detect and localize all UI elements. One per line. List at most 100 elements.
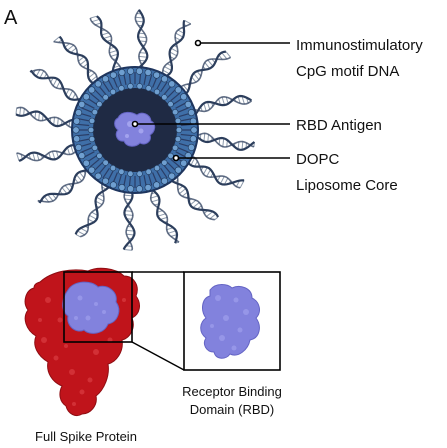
dna-backbone — [79, 182, 105, 238]
lipid-tail — [107, 78, 114, 90]
dna-strand — [16, 144, 77, 162]
surface-texture — [219, 335, 225, 341]
dna-backbone — [122, 191, 136, 250]
cpg-leader-dot — [194, 39, 202, 47]
lipid-head — [168, 172, 176, 180]
dna-base-pair — [207, 134, 209, 143]
lipid-head — [153, 88, 161, 95]
surface-texture — [94, 302, 98, 306]
dna-base-pair — [19, 107, 22, 116]
lipid-head — [118, 69, 126, 77]
lipid-head — [94, 172, 102, 180]
surface-texture — [243, 309, 249, 315]
dna-base-pair — [76, 174, 83, 182]
lipid-head — [78, 152, 86, 160]
dna-base-pair — [151, 199, 160, 203]
dna-backbone — [187, 161, 245, 186]
dna-base-pair — [126, 233, 135, 236]
lipid-head — [184, 100, 192, 108]
dna-base-pair — [66, 44, 74, 51]
lipid-tail — [147, 173, 153, 186]
lipid-tail — [177, 147, 189, 153]
rbd-zoom-protein — [200, 284, 260, 359]
lipid-head — [168, 80, 176, 88]
dna-base-pair — [75, 233, 81, 238]
surface-texture — [45, 297, 51, 303]
lipid-tail — [170, 158, 181, 168]
lipid-head — [135, 185, 143, 193]
dna-base-pair — [110, 53, 119, 57]
dna-base-pair — [164, 66, 172, 71]
lipid-head — [94, 80, 102, 88]
dna-backbone — [29, 69, 82, 101]
spike-rbd-texture — [74, 295, 106, 321]
dna-base-pair — [169, 51, 178, 57]
surface-texture — [41, 337, 47, 343]
cpg-label-line2: CpG motif DNA — [296, 63, 399, 80]
dna-backbone — [96, 15, 120, 72]
surface-texture — [53, 355, 59, 361]
dna-backbone — [58, 35, 95, 85]
rbd-antigen-texture — [125, 134, 129, 138]
rbd-domain-label-line1: Receptor Binding — [182, 384, 282, 399]
dna-base-pair — [53, 36, 60, 42]
dopc-label-line2: Liposome Core — [296, 177, 398, 194]
rbd-zoom-body — [200, 284, 260, 359]
lipid-head — [180, 159, 188, 167]
lipid-head — [96, 100, 103, 108]
dna-backbone — [123, 191, 134, 251]
lipid-head — [187, 143, 195, 151]
dna-base-pair — [167, 230, 177, 234]
lipid-head — [153, 181, 161, 189]
dna-base-pair — [135, 16, 144, 19]
dna-base-pair — [179, 188, 187, 195]
lipid-head — [109, 165, 117, 172]
lipid-head — [145, 85, 152, 92]
dna-base-pair — [237, 96, 241, 104]
dna-backbone — [193, 95, 253, 113]
surface-texture — [122, 298, 126, 302]
dna-strand — [122, 190, 136, 251]
lipid-head — [167, 100, 174, 108]
lipid-head — [73, 135, 81, 143]
dna-backbone — [74, 185, 111, 235]
lipid-tail — [167, 88, 177, 98]
lipid-tail — [77, 118, 91, 122]
dna-base-pair — [77, 230, 85, 236]
lipid-head — [127, 185, 135, 193]
bilayer-heads — [72, 67, 198, 193]
dna-backbone — [18, 144, 75, 162]
lipid-head — [135, 67, 143, 75]
lipid-tail — [117, 74, 123, 87]
lipid-head — [102, 94, 109, 101]
lipid-tail — [83, 102, 95, 109]
lipid-head — [102, 75, 110, 83]
dna-base-pair — [124, 210, 133, 212]
dna-strand — [179, 50, 232, 95]
lipid-head — [161, 177, 169, 185]
surface-texture — [210, 324, 214, 328]
dna-base-pair — [89, 214, 97, 220]
dna-backbone — [38, 169, 88, 204]
surface-texture — [38, 318, 42, 322]
lipid-head — [109, 181, 117, 189]
dna-backbone — [165, 20, 186, 78]
dna-base-pair — [79, 171, 85, 179]
rbd-antigen-texture — [138, 128, 144, 134]
dna-backbone — [184, 50, 227, 95]
dna-base-pair — [32, 152, 36, 161]
lipid-head — [118, 184, 126, 192]
lipid-tail — [156, 170, 163, 182]
lipid-tail — [89, 158, 100, 168]
dna-backbone — [194, 94, 252, 116]
dna-base-pair — [53, 117, 55, 126]
lipid-head — [136, 83, 143, 90]
dna-base-pair — [241, 95, 245, 105]
dna-base-pair — [204, 62, 211, 69]
lipid-head — [174, 136, 182, 143]
lipid-head — [174, 86, 182, 94]
lipid-head — [102, 177, 110, 185]
lipid-head — [127, 170, 134, 177]
lipid-tail — [81, 107, 93, 113]
